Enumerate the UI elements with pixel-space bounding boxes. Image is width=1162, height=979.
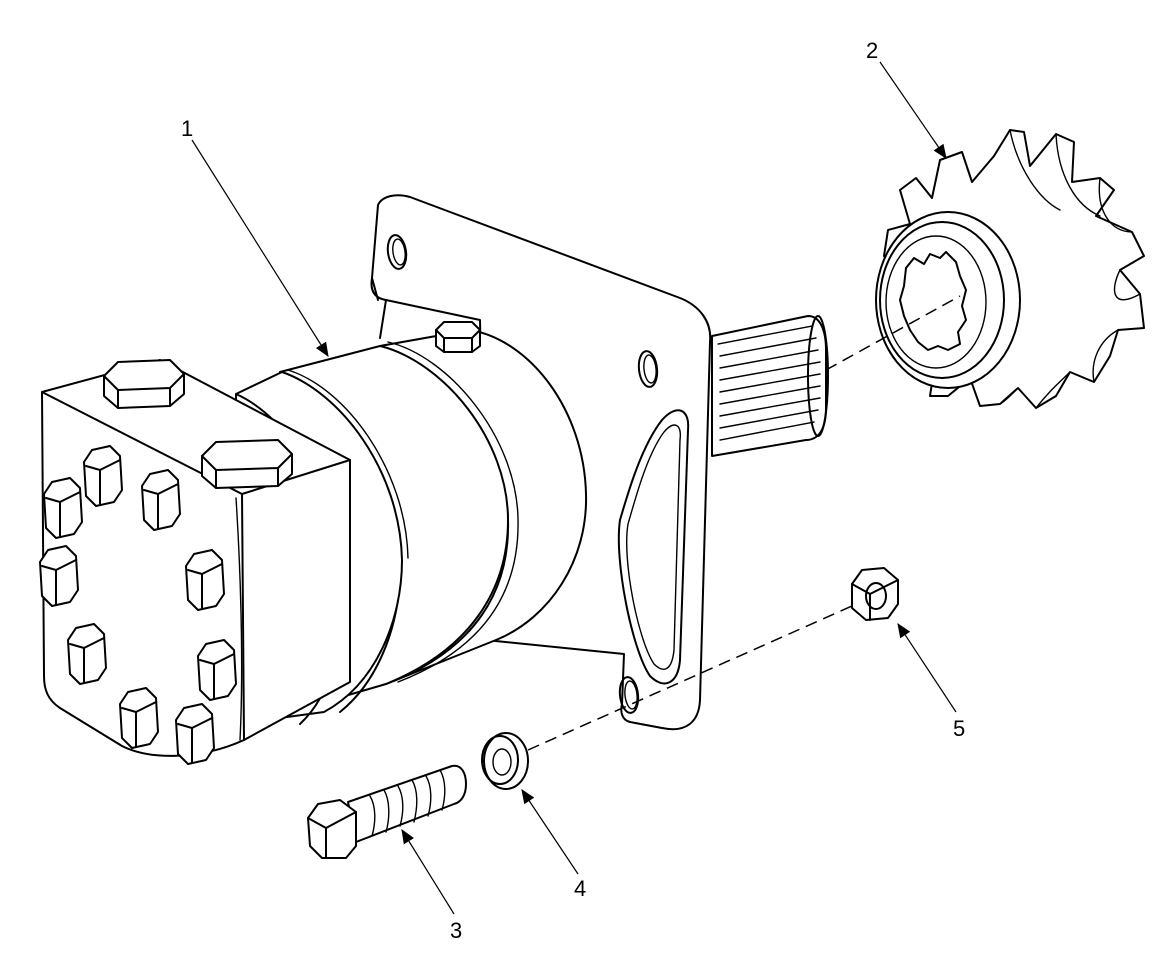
hex-nut [851,567,899,621]
callout-4: 4 [574,876,586,901]
leader-5 [897,622,957,713]
lock-washer [481,732,529,790]
bolt-axis-line [527,605,853,751]
face-bolts [39,445,237,765]
callout-1: 1 [181,116,193,141]
sprocket [875,129,1145,409]
leader-1 [191,139,329,358]
callout-5: 5 [953,716,965,741]
sprocket-axis-line [825,295,961,371]
callout-3: 3 [450,918,462,943]
hydraulic-motor [39,194,829,765]
leader-3 [401,828,455,915]
leader-2 [879,61,947,159]
callout-2: 2 [866,38,878,63]
port-plug-left [103,359,185,409]
port-plug-right [201,439,293,489]
output-shaft [711,315,829,457]
leader-4 [521,789,579,875]
body-top-bolt [435,321,481,353]
bolt [307,764,467,859]
